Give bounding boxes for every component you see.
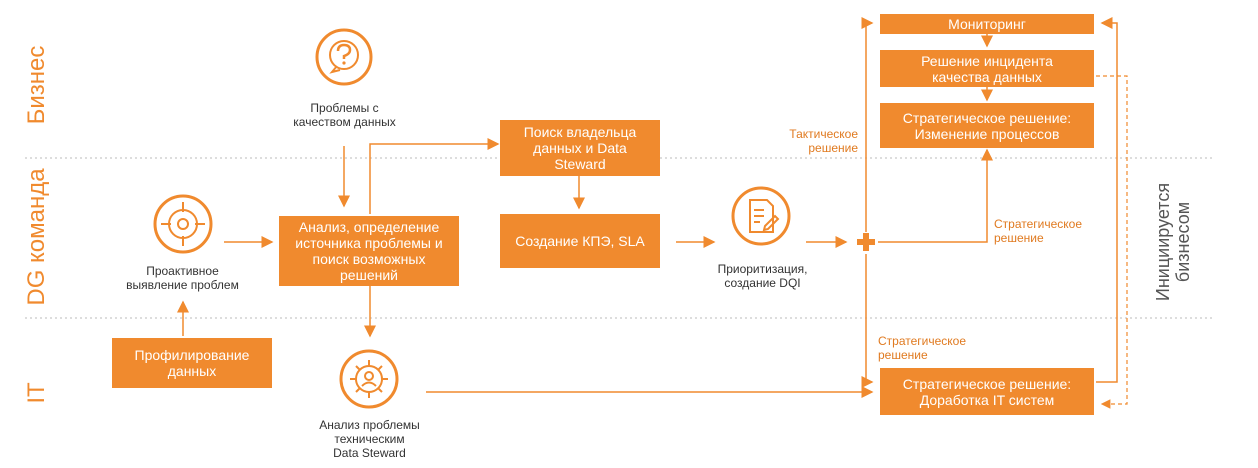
side-label-initiated-by-business: Инициируется бизнесом (1153, 182, 1193, 302)
caption-it-analysis: Анализ проблемы техническим Data Steward (319, 418, 420, 460)
plus-icon (857, 233, 875, 251)
caption-prioritization: Приоритизация, создание DQI (717, 262, 808, 290)
document-pen-icon (731, 186, 791, 246)
dashed-initiated-by-business (1096, 75, 1128, 409)
gear-person-icon (339, 349, 399, 409)
arrow-plus-to-strategic-process (878, 148, 993, 243)
caption-problems-quality: Проблемы с качеством данных (293, 101, 396, 129)
label-strategic-dg: Стратегическое решение (994, 217, 1083, 245)
arrow-plus-to-monitoring (861, 17, 874, 232)
lane-label-business: Бизнес (23, 45, 50, 125)
lane-label-it: IT (23, 382, 50, 404)
arrow-analysis-to-owner (369, 138, 500, 214)
box-profiling: Профилирование данных (112, 338, 272, 388)
arrow-plus-to-strategic-it (861, 254, 874, 388)
box-kpe-sla: Создание КПЭ, SLA (500, 214, 660, 268)
caption-proactive: Проактивное выявление проблем (126, 264, 239, 292)
question-icon (315, 28, 373, 86)
box-incident: Решение инцидента качества данных (880, 50, 1094, 87)
box-strategic-process: Стратегическое решение: Изменение процес… (880, 103, 1094, 148)
box-find-owner: Поиск владельца данных и Data Steward (500, 120, 660, 176)
label-strategic-it: Стратегическое решение (878, 334, 967, 362)
box-monitoring: Мониторинг (880, 14, 1094, 34)
arrow-feedback-monitoring (1096, 17, 1118, 383)
lane-label-dg-team: DG команда (23, 168, 50, 306)
target-icon (153, 194, 213, 254)
box-analysis: Анализ, определение источника проблемы и… (279, 216, 459, 286)
label-tactical: Тактическое решение (789, 127, 858, 155)
box-strategic-it: Стратегическое решение: Доработка IT сис… (880, 368, 1094, 415)
